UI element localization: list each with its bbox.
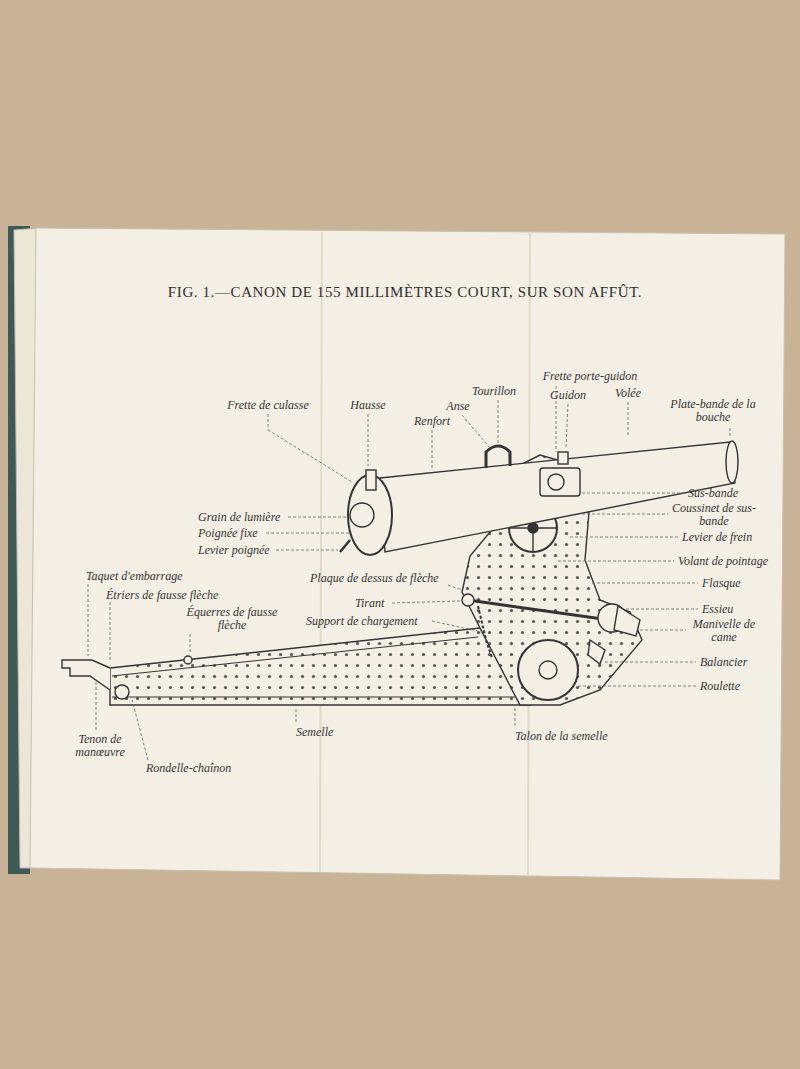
rocker (588, 640, 605, 664)
leader-lines (88, 386, 730, 760)
leader-line (582, 493, 684, 494)
part-label: Semelle (296, 726, 333, 739)
leader-line (628, 402, 629, 436)
cam-crank (614, 606, 640, 636)
part-label: Équerres de fausse flèche (176, 606, 288, 632)
trail-bracket (184, 656, 192, 664)
leader-line (570, 537, 678, 538)
leader-line (268, 430, 352, 482)
leader-line (190, 634, 191, 654)
roller-wheel (518, 640, 578, 700)
handle (486, 446, 510, 468)
part-label: Taquet d'embarrage (86, 570, 182, 583)
part-label: Anse (446, 400, 469, 413)
part-label: Rondelle-chaînon (146, 762, 231, 775)
muzzle (726, 441, 738, 483)
leader-line (498, 400, 499, 445)
part-label: Balancier (700, 656, 747, 669)
leader-line (448, 585, 462, 590)
handwheel-hub (528, 523, 538, 533)
part-label: Renfort (414, 415, 450, 428)
carriage (62, 455, 642, 705)
trail (110, 628, 530, 705)
trail-edge (112, 697, 520, 698)
leader-line (592, 583, 698, 584)
barrel-tube (380, 442, 735, 552)
leader-line (578, 686, 696, 687)
part-label: Tirant (355, 597, 384, 610)
front-sight (558, 452, 568, 464)
part-label: Manivelle de came (688, 618, 760, 644)
leader-line (626, 609, 698, 610)
part-label: Poignée fixe (198, 527, 258, 540)
part-label: Guidon (550, 389, 586, 402)
part-label: Plate-bande de la bouche (667, 398, 759, 424)
part-label: Volant de pointage (678, 555, 768, 568)
leader-line (462, 415, 490, 448)
figure-title: FIG. 1.—CANON DE 155 MILLIMÈTRES COURT, … (168, 284, 642, 301)
part-label: Étriers de fausse flèche (106, 589, 218, 602)
leader-line (88, 584, 89, 656)
leader-line (268, 414, 269, 430)
leader-line (296, 707, 297, 722)
leader-line (368, 414, 369, 466)
part-label: Levier de frein (682, 531, 752, 544)
rear-sight (366, 470, 376, 490)
leader-line (392, 601, 460, 603)
leader-line (276, 550, 338, 551)
part-label: Support de chargement (306, 615, 418, 628)
trail-handle (62, 660, 110, 690)
part-label: Plaque de dessus de flèche (310, 572, 439, 585)
lever-handle (340, 540, 350, 552)
leader-line (566, 404, 568, 448)
trail-edge (112, 637, 478, 676)
leader-line (582, 514, 668, 515)
barrel (340, 441, 738, 555)
tie-rod-end (462, 594, 474, 606)
cap-square (540, 468, 580, 496)
leader-line (515, 708, 516, 726)
leader-line (432, 621, 482, 632)
book-page (30, 228, 785, 880)
leader-line (432, 430, 433, 468)
breech-block (350, 503, 374, 527)
trunnion (548, 474, 564, 490)
part-label: Volée (615, 387, 641, 400)
part-label: Sus-bande (688, 487, 738, 500)
leader-line (110, 602, 111, 660)
page-fold (320, 232, 322, 872)
part-label: Grain de lumière (198, 511, 280, 524)
roller-hub (539, 661, 557, 679)
leader-line (605, 662, 696, 663)
part-label: Hausse (350, 399, 385, 412)
part-label: Coussinet de sus-bande (668, 502, 760, 528)
leader-line (266, 533, 350, 534)
leader-line (132, 700, 148, 760)
loading-support (478, 606, 492, 658)
part-label: Frette de culasse (227, 399, 309, 412)
leader-line (288, 517, 346, 518)
part-label: Levier poignée (198, 544, 270, 557)
leader-line (96, 682, 97, 730)
leader-line (640, 630, 686, 631)
part-label: Essieu (702, 603, 733, 616)
washer-link (115, 685, 129, 699)
leader-line (558, 561, 674, 562)
part-label: Tenon de manœuvre (68, 733, 132, 759)
part-label: Talon de la semelle (515, 730, 608, 743)
leader-line (730, 428, 731, 438)
part-label: Roulette (700, 680, 740, 693)
part-label: Frette porte-guidon (543, 370, 638, 383)
part-label: Flasque (702, 577, 741, 590)
part-label: Tourillon (472, 385, 516, 398)
